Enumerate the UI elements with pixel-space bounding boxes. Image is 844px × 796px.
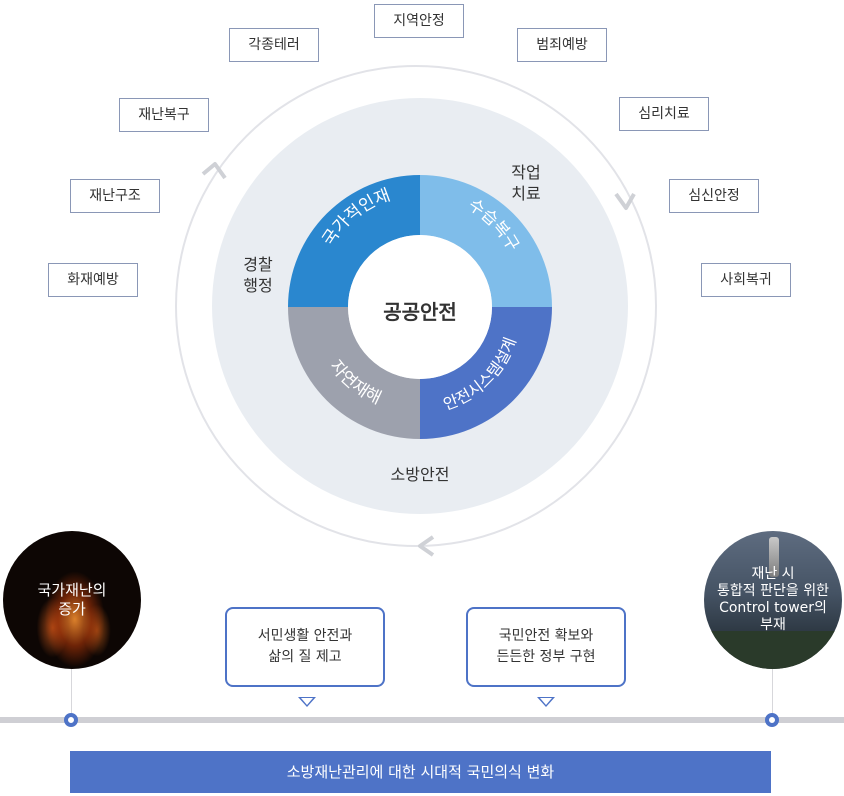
segment-recovery	[420, 175, 552, 307]
connector-right	[772, 668, 773, 718]
cycle-arrow-bottom	[418, 535, 435, 557]
bubble-right-pointer	[537, 697, 555, 707]
label-work-therapy-line1: 작업	[511, 163, 541, 182]
label-police-admin-line1: 경찰	[243, 255, 273, 274]
bubble-left-pointer	[298, 697, 316, 707]
circle-left-line1: 국가재난의	[37, 581, 107, 599]
cycle-arrow-top-left	[201, 162, 227, 180]
bubble-life-safety: 서민생활 안전과 삶의 질 제고	[225, 607, 385, 687]
timeline-node-right	[765, 713, 779, 727]
tag-mental-stability: 심신안정	[669, 179, 759, 213]
tower-silhouette	[769, 537, 779, 577]
cycle-arrow-right	[614, 192, 636, 210]
circle-right-line2: 통합적 판단을 위한	[717, 583, 829, 599]
bubble-right-line2: 든든한 정부 구현	[496, 649, 596, 665]
tag-disaster-rescue: 재난구조	[70, 179, 160, 213]
center-hole	[348, 235, 492, 379]
circle-left-line2: 증가	[58, 600, 86, 618]
bubble-left-line1: 서민생활 안전과	[257, 628, 353, 644]
timeline-node-left	[64, 713, 78, 727]
ground-silhouette	[704, 631, 842, 669]
center-label: 공공안전	[383, 300, 457, 324]
bubble-left-line2: 삶의 질 제고	[268, 649, 342, 665]
circle-right-line3: Control tower의	[719, 600, 827, 616]
timeline-bar	[0, 717, 844, 723]
label-work-therapy: 작업 치료	[498, 162, 554, 204]
tag-social-return: 사회복귀	[701, 263, 791, 297]
bubble-national-safety: 국민안전 확보와 든든한 정부 구현	[466, 607, 626, 687]
segment-national-disaster	[288, 175, 420, 307]
circle-right-text: 재난 시 통합적 판단을 위한 Control tower의 부재	[711, 566, 835, 634]
label-work-therapy-line2: 치료	[511, 184, 541, 203]
bottom-banner: 소방재난관리에 대한 시대적 국민의식 변화	[70, 751, 771, 793]
circle-right-line1: 재난 시	[751, 566, 795, 582]
segment-safety-system	[420, 307, 552, 439]
label-fire-safety: 소방안전	[390, 465, 450, 484]
label-police-admin-line2: 행정	[243, 276, 273, 295]
tag-fire-prevention: 화재예방	[48, 263, 138, 297]
connector-left	[71, 668, 72, 718]
tag-psych-therapy: 심리치료	[619, 97, 709, 131]
tag-disaster-recovery: 재난복구	[119, 98, 209, 132]
tag-crime-prevention: 범죄예방	[517, 28, 607, 62]
tag-various-terror: 각종테러	[229, 28, 319, 62]
circle-control-tower-absence: 재난 시 통합적 판단을 위한 Control tower의 부재	[704, 531, 842, 669]
circle-national-disaster-increase: 국가재난의 증가	[3, 531, 141, 669]
circle-right-line4: 부재	[760, 617, 786, 633]
circle-left-text: 국가재난의 증가	[37, 581, 106, 619]
tag-regional-stability: 지역안정	[374, 4, 464, 38]
label-police-admin: 경찰 행정	[230, 254, 286, 296]
cycle-ring	[175, 65, 657, 547]
bubble-right-line1: 국민안전 확보와	[498, 628, 594, 644]
segment-natural-disaster	[288, 307, 420, 439]
